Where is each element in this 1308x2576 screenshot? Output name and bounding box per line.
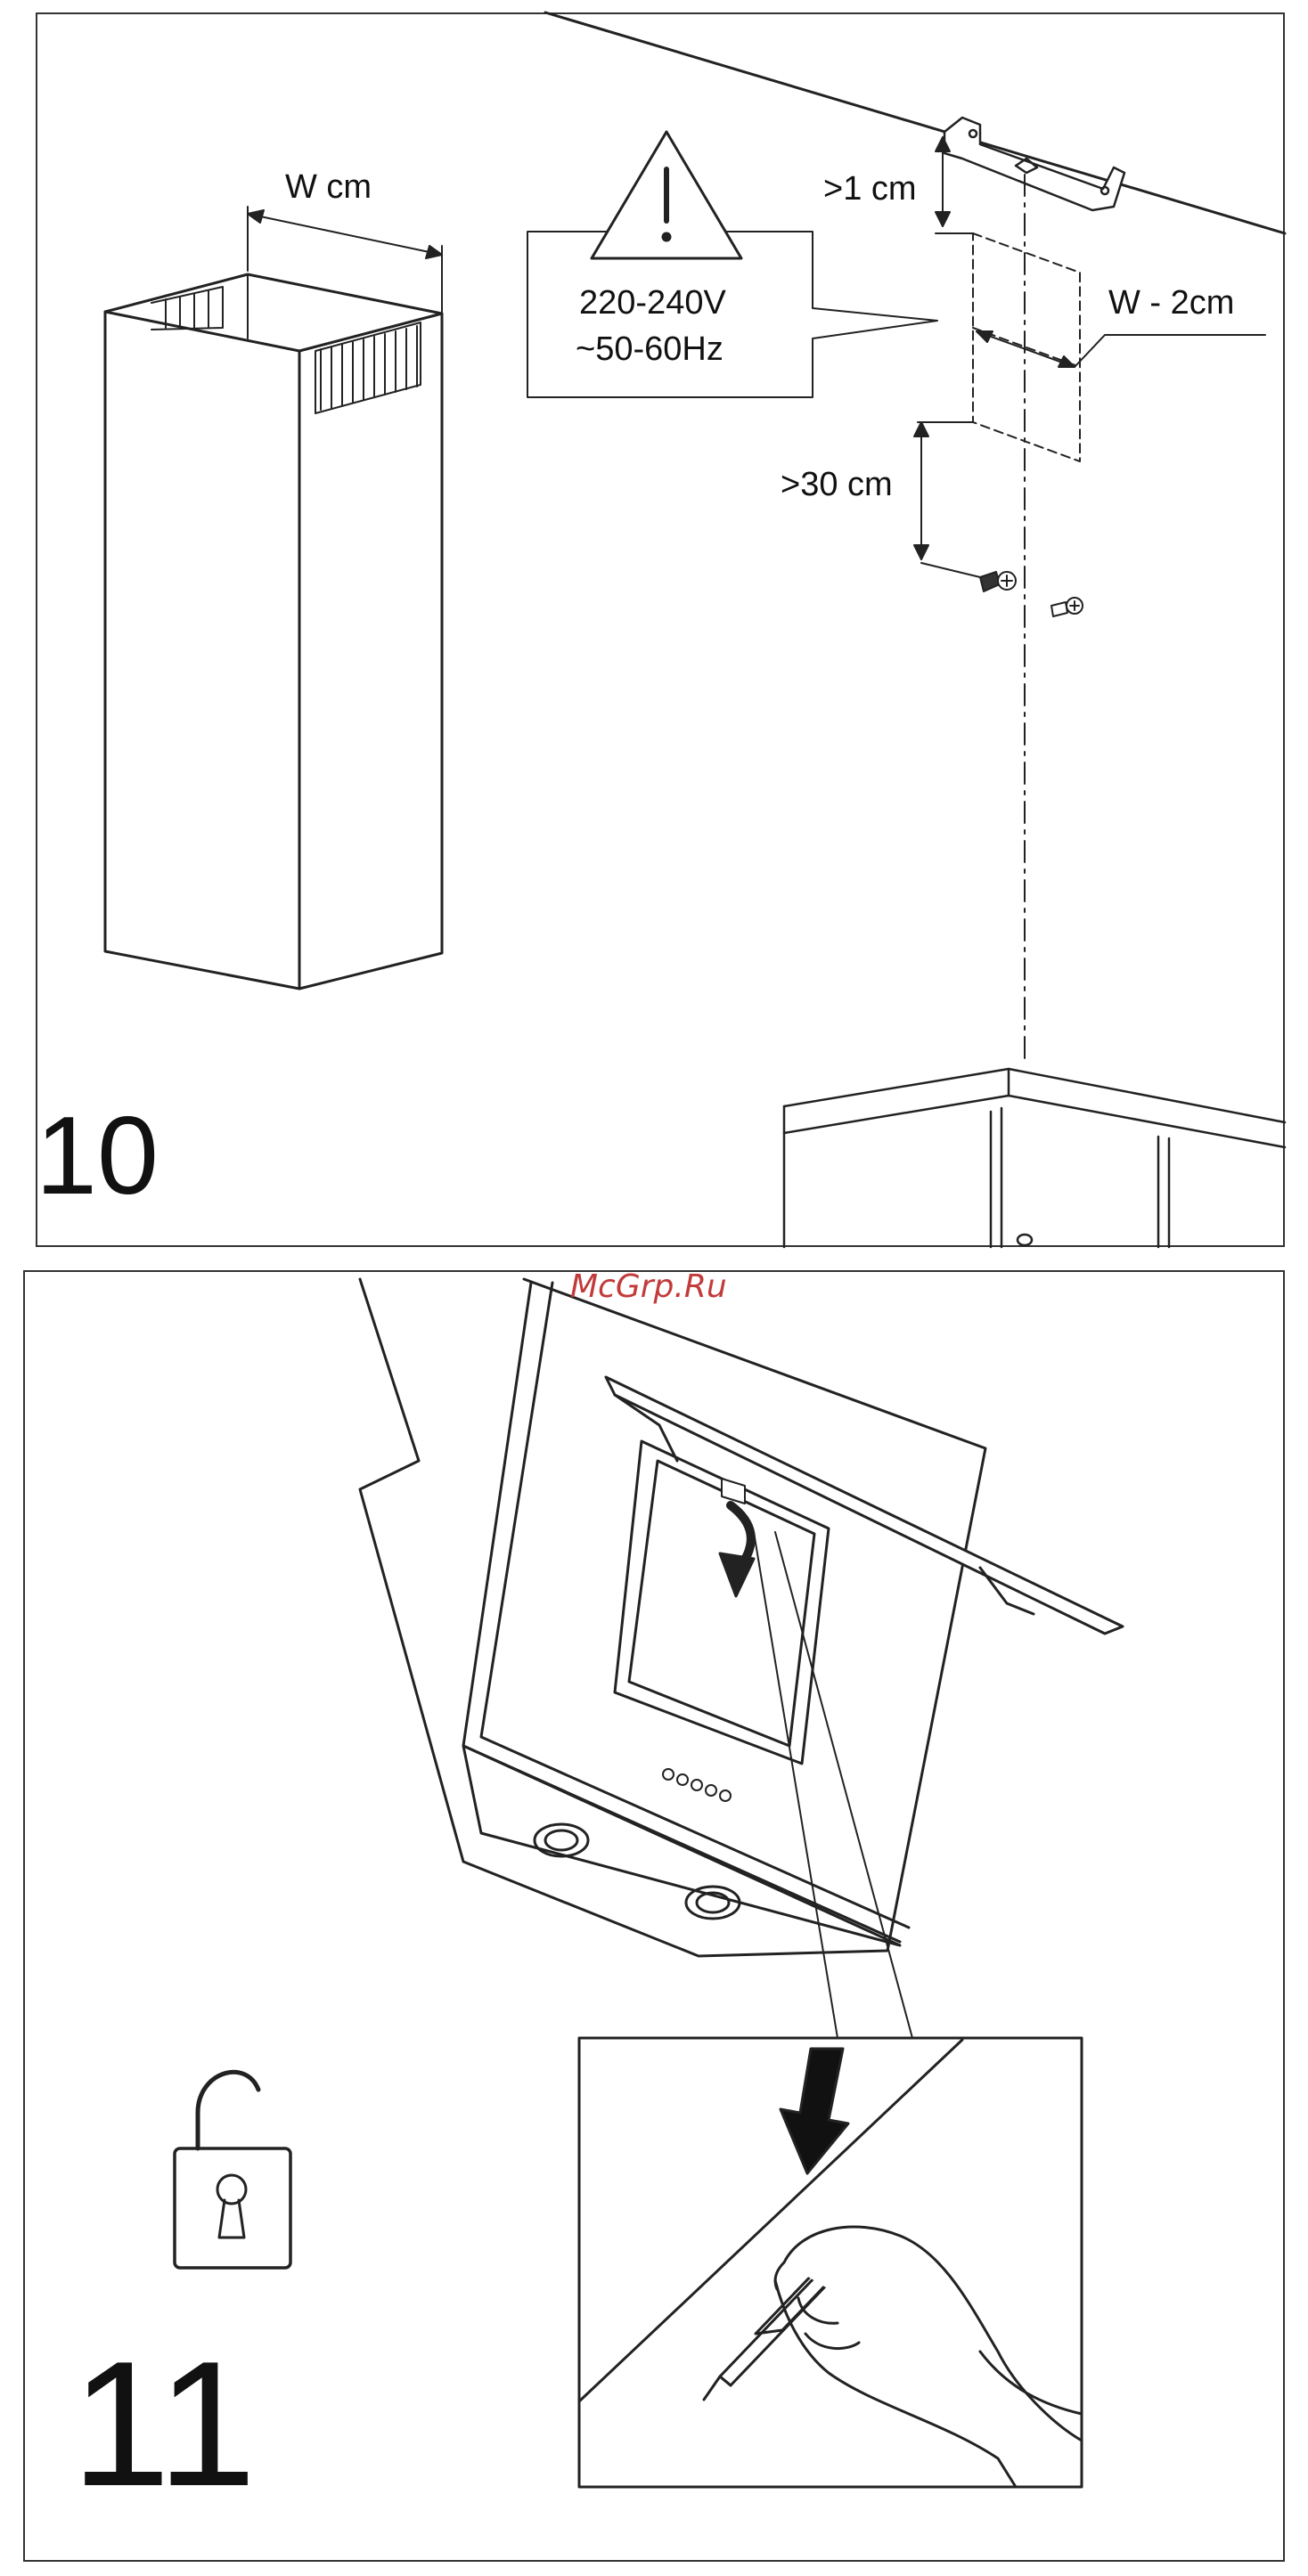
step-number-11: 11 bbox=[71, 2336, 257, 2514]
kitchen-cabinet bbox=[784, 1069, 1285, 1247]
step-number-10: 10 bbox=[36, 1101, 159, 1211]
chimney-width-label: W cm bbox=[285, 168, 372, 206]
frame-width-dimension bbox=[977, 331, 1265, 367]
watermark: McGrp.Ru bbox=[570, 1268, 727, 1305]
wall-screws bbox=[980, 572, 1083, 616]
screw-gap-dimension bbox=[914, 422, 980, 577]
screw-gap-label: >30 cm bbox=[781, 466, 893, 503]
mounting-bracket bbox=[944, 118, 1124, 210]
voltage-label: 220-240V bbox=[579, 284, 726, 322]
frame-width-label: W - 2cm bbox=[1108, 284, 1234, 322]
frequency-label: ~50-60Hz bbox=[576, 330, 723, 368]
drilling-template bbox=[973, 233, 1080, 461]
chimney-width-dimension bbox=[248, 207, 442, 312]
bracket-gap-label: >1 cm bbox=[823, 170, 917, 208]
chimney-cover bbox=[105, 274, 442, 989]
